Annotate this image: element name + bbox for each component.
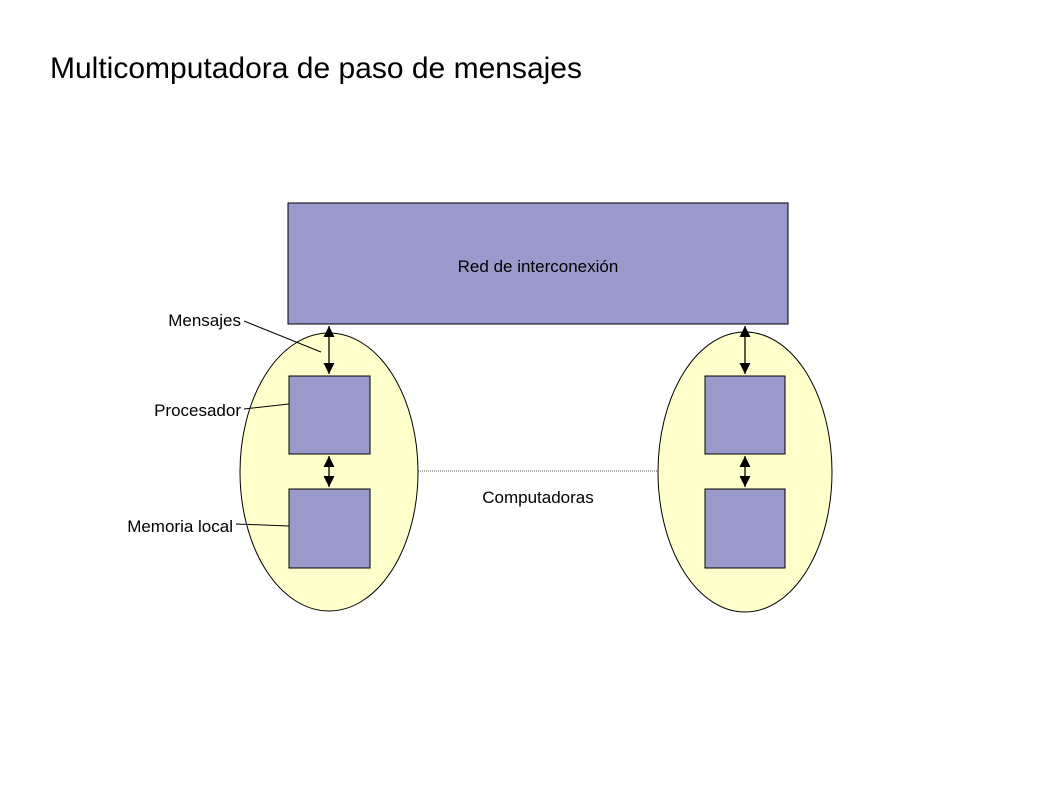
procesador-label: Procesador: [154, 401, 241, 420]
computer-node-left: [239, 326, 419, 612]
mensajes-leader-line: [243, 320, 322, 353]
slide-title: Multicomputadora de paso de mensajes: [50, 52, 582, 85]
mensajes-label: Mensajes: [168, 311, 241, 330]
processor-box-right: [704, 375, 786, 455]
interconnection-network-label: Red de interconexión: [458, 257, 619, 276]
computer-node-right: [657, 326, 833, 613]
memory-box-left: [288, 488, 371, 569]
processor-box-left: [288, 375, 371, 455]
memoria-local-label: Memoria local: [127, 517, 233, 536]
memory-box-right: [704, 488, 786, 569]
memoria-local-leader-line: [235, 523, 290, 527]
interconnection-network-box: [287, 202, 789, 325]
procesador-leader-line: [243, 403, 290, 410]
computadoras-label: Computadoras: [482, 488, 594, 507]
